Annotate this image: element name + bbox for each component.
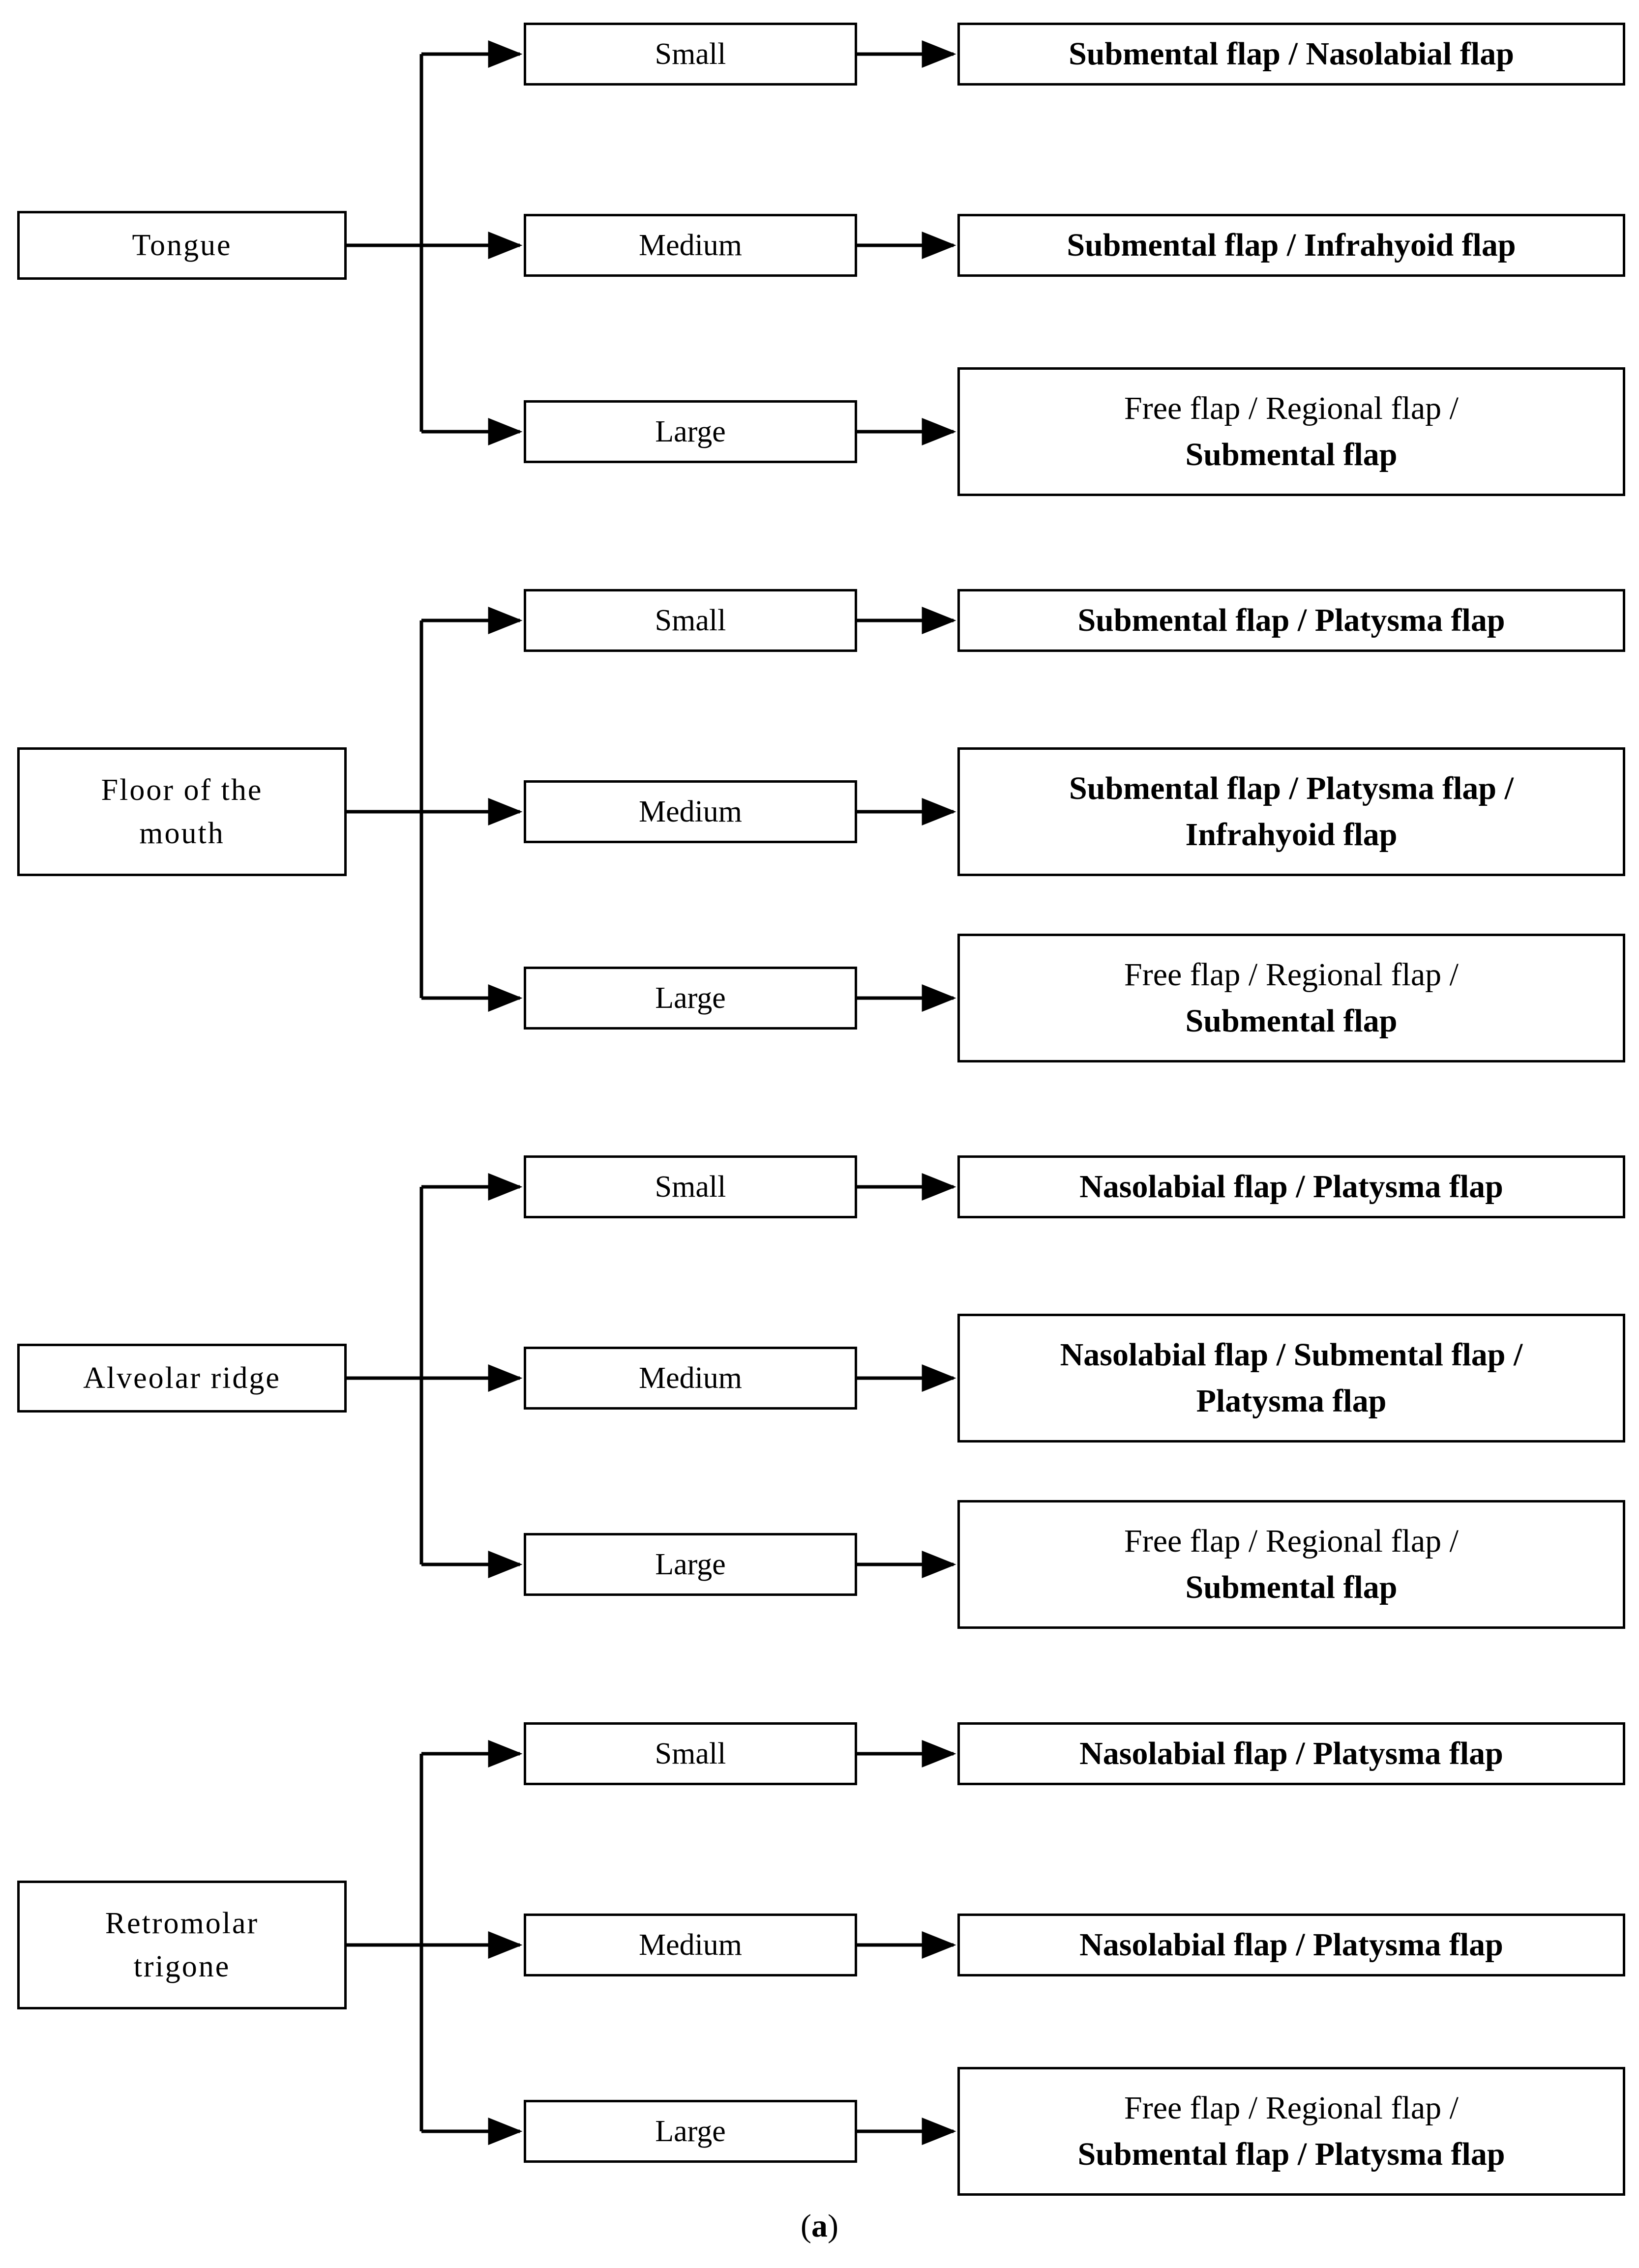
source-box-2-label: Floor of the mouth <box>20 768 344 855</box>
outcome-line: Infrahyoid flap <box>1185 817 1398 853</box>
stage-box-3-small[interactable]: Small <box>524 1155 857 1218</box>
outcome-box-4-small[interactable]: Nasolabial flap / Platysma flap <box>957 1722 1625 1785</box>
stage-box-3-small-label: Small <box>655 1170 726 1204</box>
outcome-box-3-large-label: Free flap / Regional flap / Submental fla… <box>960 1518 1623 1610</box>
outcome-box-4-medium-label: Nasolabial flap / Platysma flap <box>960 1922 1623 1968</box>
stage-box-1-large-label: Large <box>655 414 726 448</box>
stage-box-1-small-label: Small <box>655 37 726 71</box>
outcome-box-1-medium[interactable]: Submental flap / Infrahyoid flap <box>957 214 1625 277</box>
source-line: trigone <box>133 1950 231 1983</box>
source-line: Alveolar ridge <box>83 1361 281 1395</box>
outcome-line: Free flap / Regional flap / <box>1124 957 1459 993</box>
outcome-box-2-small[interactable]: Submental flap / Platysma flap <box>957 589 1625 652</box>
stage-box-2-small-label: Small <box>655 603 726 637</box>
outcome-box-4-small-label: Nasolabial flap / Platysma flap <box>960 1731 1623 1777</box>
stage-box-3-large-label: Large <box>655 1547 726 1581</box>
outcome-line: Free flap / Regional flap / <box>1124 390 1459 427</box>
outcome-box-3-small-label: Nasolabial flap / Platysma flap <box>960 1164 1623 1210</box>
stage-box-3-large[interactable]: Large <box>524 1533 857 1596</box>
source-box-1-label: Tongue <box>20 224 344 267</box>
outcome-line: Nasolabial flap / Platysma flap <box>1079 1927 1503 1963</box>
outcome-box-2-large[interactable]: Free flap / Regional flap / Submental fla… <box>957 934 1625 1062</box>
outcome-line: Free flap / Regional flap / <box>1124 1523 1459 1560</box>
outcome-box-1-small[interactable]: Submental flap / Nasolabial flap <box>957 23 1625 86</box>
outcome-box-1-small-label: Submental flap / Nasolabial flap <box>960 31 1623 77</box>
outcome-line: Submental flap <box>1185 1003 1398 1039</box>
outcome-box-2-medium[interactable]: Submental flap / Platysma flap / Infrahyo… <box>957 747 1625 876</box>
stage-box-2-medium[interactable]: Medium <box>524 780 857 843</box>
outcome-line: Nasolabial flap / Platysma flap <box>1079 1736 1503 1772</box>
stage-box-2-large-label: Large <box>655 981 726 1015</box>
source-box-2[interactable]: Floor of the mouth <box>17 747 347 876</box>
outcome-line: Platysma flap <box>1196 1383 1387 1419</box>
source-box-4-label: Retromolar trigone <box>20 1902 344 1988</box>
source-box-1[interactable]: Tongue <box>17 211 347 280</box>
outcome-line: Submental flap / Platysma flap <box>1077 2136 1505 2172</box>
outcome-box-2-small-label: Submental flap / Platysma flap <box>960 597 1623 644</box>
outcome-box-1-large-label: Free flap / Regional flap / Submental fla… <box>960 385 1623 477</box>
source-line: Floor of the <box>101 773 263 807</box>
source-line: Tongue <box>132 228 232 262</box>
outcome-box-2-large-label: Free flap / Regional flap / Submental fla… <box>960 952 1623 1044</box>
outcome-line: Nasolabial flap / Submental flap / <box>1060 1337 1523 1373</box>
outcome-line: Submental flap <box>1185 1569 1398 1605</box>
stage-box-4-medium-label: Medium <box>638 1928 743 1962</box>
outcome-line: Nasolabial flap / Platysma flap <box>1079 1169 1503 1205</box>
source-line: Retromolar <box>105 1906 259 1940</box>
figure-caption: (a) <box>0 2208 1639 2245</box>
stage-box-1-large[interactable]: Large <box>524 400 857 463</box>
stage-box-2-large[interactable]: Large <box>524 967 857 1030</box>
outcome-box-3-small[interactable]: Nasolabial flap / Platysma flap <box>957 1155 1625 1218</box>
outcome-box-1-large[interactable]: Free flap / Regional flap / Submental fla… <box>957 367 1625 496</box>
stage-box-4-large-label: Large <box>655 2114 726 2148</box>
source-box-3-label: Alveolar ridge <box>20 1356 344 1400</box>
outcome-line: Submental flap <box>1185 437 1398 472</box>
outcome-line: Free flap / Regional flap / <box>1124 2090 1459 2126</box>
stage-box-4-medium[interactable]: Medium <box>524 1914 857 1976</box>
outcome-box-3-medium[interactable]: Nasolabial flap / Submental flap / Platys… <box>957 1314 1625 1443</box>
outcome-box-4-large[interactable]: Free flap / Regional flap / Submental fla… <box>957 2067 1625 2196</box>
stage-box-4-large[interactable]: Large <box>524 2100 857 2163</box>
outcome-box-2-medium-label: Submental flap / Platysma flap / Infrahyo… <box>960 766 1623 857</box>
outcome-line: Submental flap / Infrahyoid flap <box>1067 227 1516 264</box>
stage-box-2-medium-label: Medium <box>638 795 743 828</box>
stage-box-1-small[interactable]: Small <box>524 23 857 86</box>
stage-box-1-medium-label: Medium <box>638 228 743 262</box>
outcome-box-4-medium[interactable]: Nasolabial flap / Platysma flap <box>957 1914 1625 1976</box>
stage-box-1-medium[interactable]: Medium <box>524 214 857 277</box>
outcome-box-1-medium-label: Submental flap / Infrahyoid flap <box>960 222 1623 268</box>
stage-box-4-small[interactable]: Small <box>524 1722 857 1785</box>
outcome-line: Submental flap / Platysma flap / <box>1069 770 1514 807</box>
source-box-4[interactable]: Retromolar trigone <box>17 1881 347 2009</box>
stage-box-3-medium[interactable]: Medium <box>524 1347 857 1410</box>
outcome-box-3-medium-label: Nasolabial flap / Submental flap / Platys… <box>960 1332 1623 1424</box>
caption-close-paren: ) <box>828 2208 838 2244</box>
source-box-3[interactable]: Alveolar ridge <box>17 1344 347 1413</box>
stage-box-4-small-label: Small <box>655 1737 726 1770</box>
stage-box-3-medium-label: Medium <box>638 1361 743 1395</box>
outcome-line: Submental flap / Nasolabial flap <box>1069 36 1514 72</box>
stage-box-2-small[interactable]: Small <box>524 589 857 652</box>
outcome-line: Submental flap / Platysma flap <box>1077 602 1505 639</box>
caption-open-paren: ( <box>801 2208 811 2244</box>
source-line: mouth <box>139 817 225 850</box>
outcome-box-3-large[interactable]: Free flap / Regional flap / Submental fla… <box>957 1500 1625 1629</box>
outcome-box-4-large-label: Free flap / Regional flap / Submental fla… <box>960 2085 1623 2177</box>
caption-letter: a <box>811 2208 828 2244</box>
